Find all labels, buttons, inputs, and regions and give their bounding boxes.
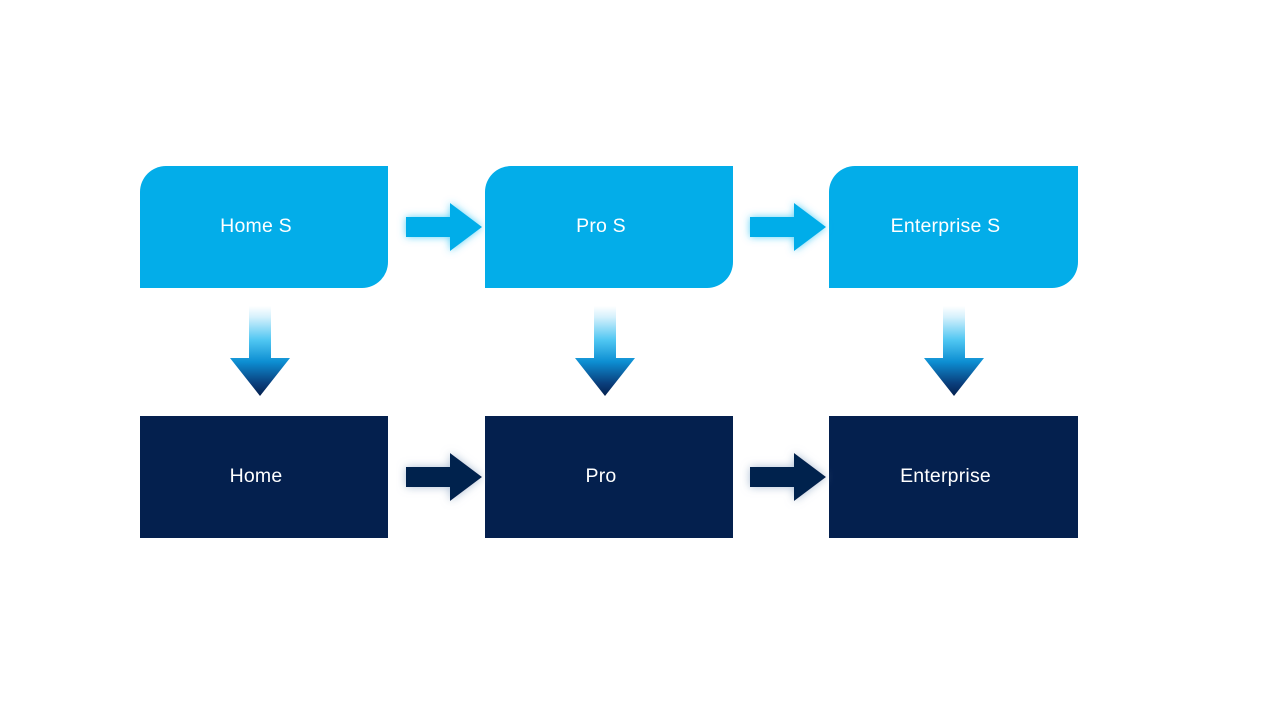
node-label: Home S [220,215,292,238]
arrow-right-icon-pro-to-enterprise [740,441,836,513]
node-home[interactable]: Home [140,416,388,538]
node-enterprise[interactable]: Enterprise [829,416,1078,538]
node-enterprise-s[interactable]: Enterprise S [829,166,1078,288]
arrow-right-icon-home-s-to-pro-s [396,191,492,263]
node-label: Pro S [576,215,626,238]
node-label: Enterprise [900,465,991,488]
arrow-down-icon-home-s-to-home [222,304,298,400]
arrow-down-icon-pro-s-to-pro [567,304,643,400]
arrow-down-icon-enterprise-s-to-enterprise [916,304,992,400]
arrow-right-icon-pro-s-to-enterprise-s [740,191,836,263]
node-label: Pro [585,465,617,488]
node-pro-s[interactable]: Pro S [485,166,733,288]
node-pro[interactable]: Pro [485,416,733,538]
node-label: Enterprise S [890,215,1001,238]
node-label: Home [229,465,283,488]
node-home-s[interactable]: Home S [140,166,388,288]
arrow-right-icon-home-to-pro [396,441,492,513]
